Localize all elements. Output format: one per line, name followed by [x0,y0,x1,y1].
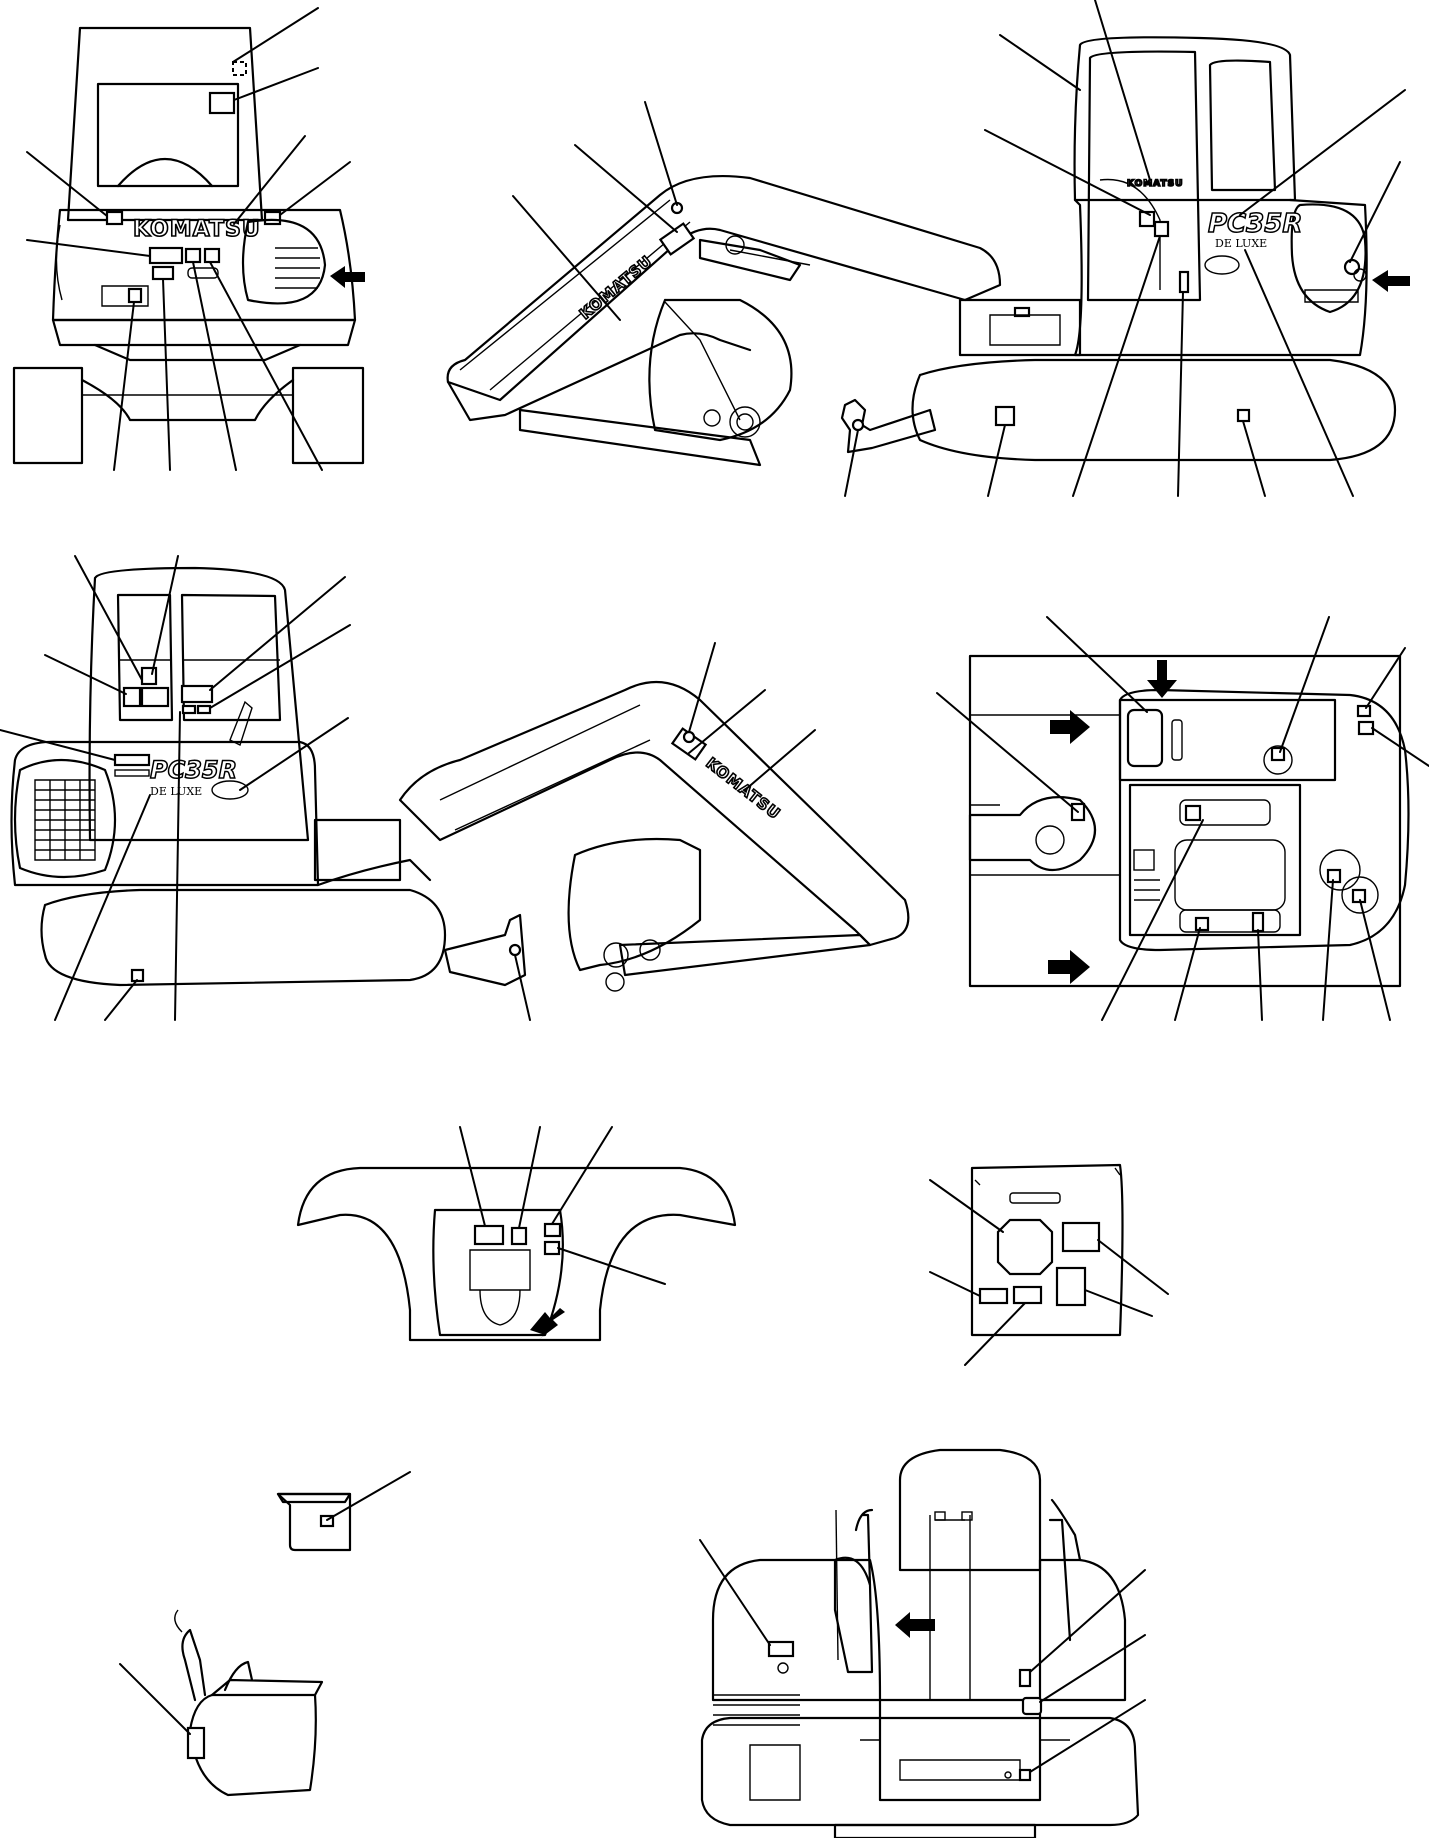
right-handle-decal [1178,270,1190,294]
top-lever-decal-2 [1351,888,1367,904]
lever-view [119,1609,324,1797]
top-cover-decal [1270,746,1286,762]
seat-view [699,1448,1146,1838]
top-corner-decal-1 [1356,704,1372,718]
plate-decal [319,1514,335,1528]
top-console-decal-1 [1184,804,1202,822]
right-door-decal-2 [1153,220,1170,238]
top-view-arrow-3-icon [1048,950,1090,984]
rear-lamp-decal [127,287,143,304]
brand-wordmark: KOMATSU [133,217,261,242]
left-track-decal [130,968,145,983]
panel-decal-1 [473,1224,505,1246]
top-corner-decal-2 [1357,720,1375,736]
seat-right-decal-1 [1018,1668,1032,1688]
front-panel-view [296,1126,737,1342]
door-decal-4 [1012,1285,1043,1305]
rear-window-decal [208,91,236,115]
plate-view [276,1471,411,1552]
trim-badge-left: DE LUXE [150,785,202,798]
model-badge-right: PC35R [1208,209,1302,239]
door-decal-3 [978,1287,1009,1305]
rear-top-decal [232,61,247,76]
seat-rear-decal [1018,1768,1032,1782]
door-panel-view [929,1163,1169,1366]
left-cab-decal-3 [140,686,170,708]
blade-decal [851,418,865,432]
rear-view: KOMATSU [12,7,365,471]
model-badge-left: PC35R [150,756,237,784]
left-cab-decal-1 [140,666,158,686]
top-view-arrow-1-icon [1147,660,1177,698]
right-frame-decal [1013,306,1031,318]
door-decal-2 [1055,1266,1087,1307]
track-decal-2 [1236,408,1251,423]
rear-center-decal-3 [203,247,221,264]
cab-wordmark: KOMATSU [1127,179,1183,189]
top-lever-decal-1 [1326,868,1342,884]
panel-decal-2 [510,1226,528,1246]
left-cab-decal-5 [181,704,197,715]
left-cab-decal-4 [180,684,214,704]
lever-decal [186,1726,206,1760]
right-view-arrow-icon [1372,270,1410,292]
seat-left-decal [767,1640,795,1658]
rear-center-decal-2 [184,247,202,264]
door-octagon-decal [996,1218,1054,1276]
left-side-view: PC35R DE LUXE KOMATSU [0,555,910,1021]
seat-arrow-icon [895,1612,935,1638]
boom-wordmark-right: KOMATSU [576,252,656,323]
left-cab-decal-2 [122,686,142,708]
left-cab-decal-6 [196,704,212,715]
track-decal-1 [994,405,1016,427]
top-console-decal-3 [1251,911,1265,933]
panel-decal-4 [543,1240,561,1256]
rear-right-decal [263,210,282,226]
panel-arrow-icon [530,1308,565,1340]
left-blade-decal [508,943,522,957]
panel-decal-3 [543,1222,562,1238]
seat-right-decal-2 [1021,1696,1043,1716]
top-console-decal-2 [1194,916,1210,932]
boom-wordmark-left: KOMATSU [703,754,784,823]
top-view-arrow-2-icon [1050,710,1090,744]
top-view [936,616,1429,1021]
trim-badge-right: DE LUXE [1215,237,1267,250]
left-boom-pin-decal [682,730,696,744]
right-cap-decal [1343,258,1361,276]
left-engine-decal [113,753,151,767]
rear-center-decal-1 [148,246,184,265]
rear-center-decal-4 [151,265,175,281]
rear-left-decal [105,210,124,226]
top-hood-decal [1126,708,1164,768]
door-decal-1 [1061,1221,1101,1253]
right-side-view: PC35R DE LUXE KOMATSU KOMATSU [446,0,1410,497]
rear-view-arrow-icon [330,266,365,288]
boom-decal [658,222,696,256]
